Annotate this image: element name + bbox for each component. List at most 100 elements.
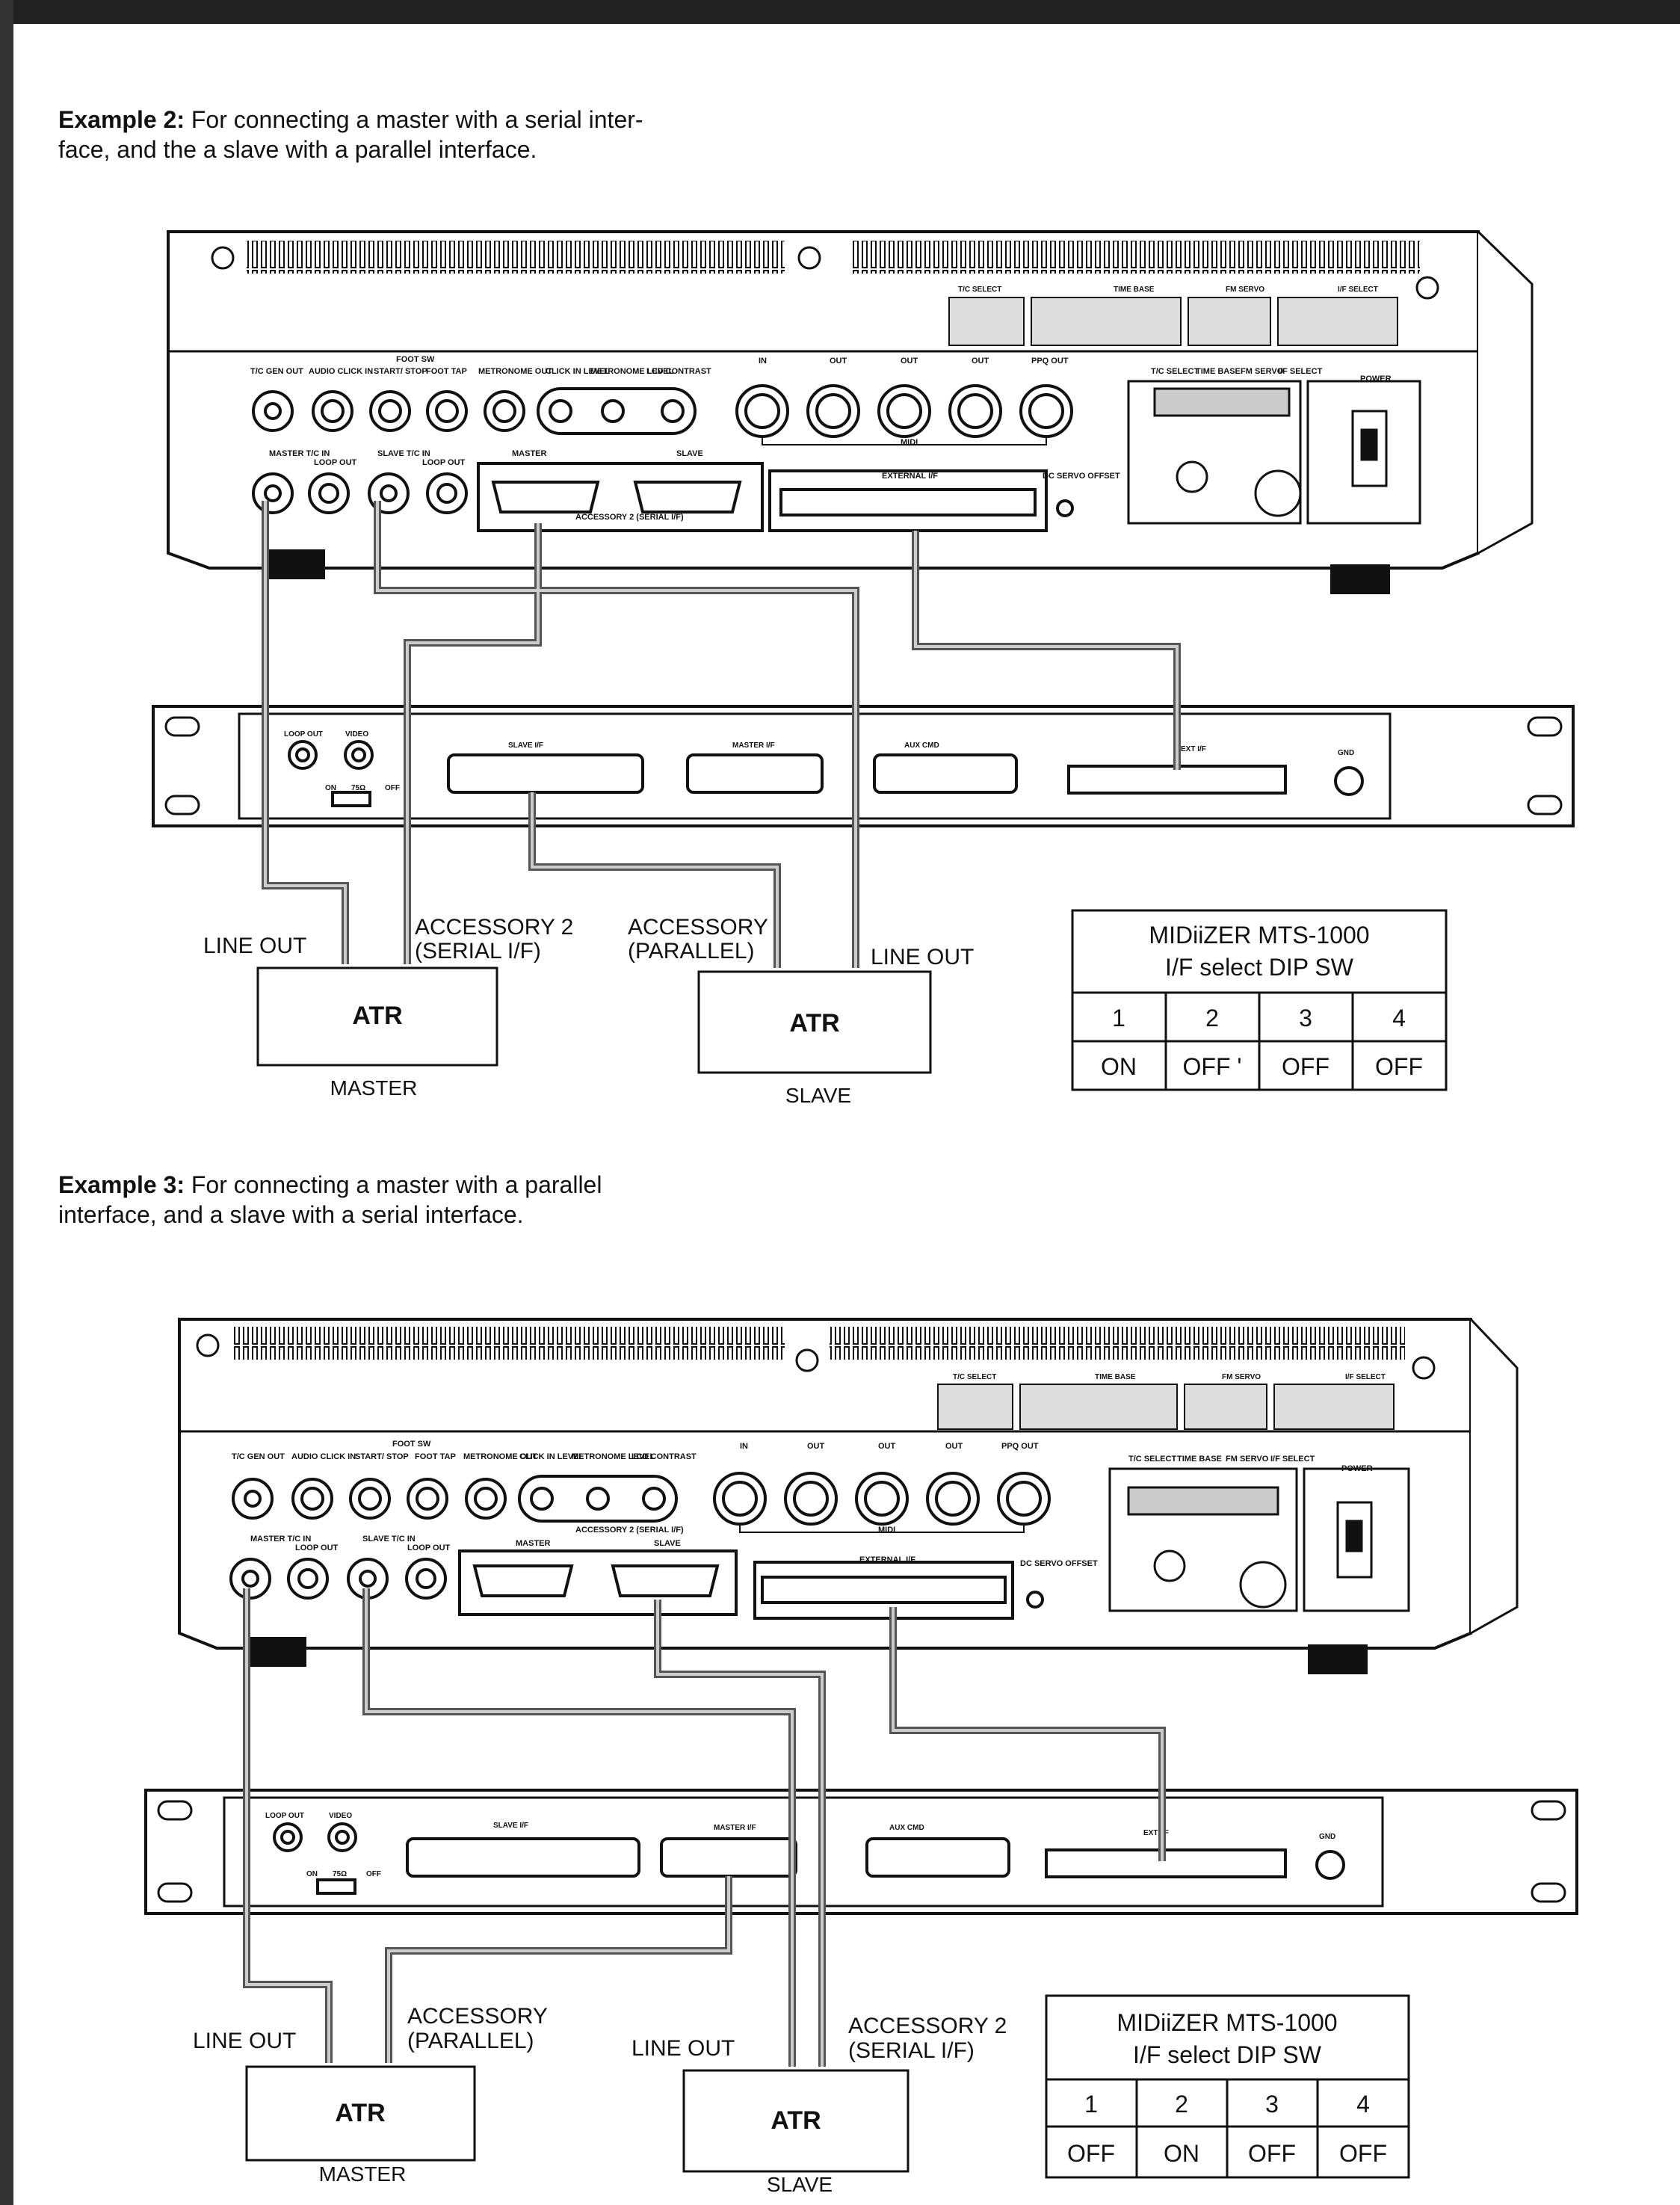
dip-header-2: 2 xyxy=(1205,1005,1219,1031)
control-panel xyxy=(1127,380,1421,525)
left-accessory-label-2: (PARALLEL) xyxy=(407,2029,534,2053)
tc-select-dip-label: T/C SELECT xyxy=(1128,1455,1176,1464)
loop-out-2-label: LOOP OUT xyxy=(407,1544,451,1552)
dip-switch-table: MIDiiZER MTS-1000 I/F select DIP SW 1 2 … xyxy=(1045,1994,1410,2179)
audio-click-in-label: AUDIO CLICK IN xyxy=(291,1452,356,1461)
fm-servo-heading: FM SERVO xyxy=(1226,286,1264,294)
ppq-out-label: PPQ OUT xyxy=(1001,1442,1039,1451)
interface-rack-unit: LOOP OUT VIDEO ON 75Ω OFF SLAVE I/F MAST… xyxy=(152,705,1575,827)
left-accessory-label-1: ACCESSORY xyxy=(407,2004,548,2029)
dip-value-4: OFF xyxy=(1375,1053,1423,1080)
loop-out-label: LOOP OUT xyxy=(295,1544,339,1552)
dip-header-3: 3 xyxy=(1265,2091,1279,2118)
atr-master-box: ATR MASTER xyxy=(245,2065,476,2186)
right-line-out-label: LINE OUT xyxy=(871,945,974,969)
slave-caption: SLAVE xyxy=(767,2173,833,2196)
foot-sw-label: FOOT SW xyxy=(396,355,435,364)
tc-select-dip-label: T/C SELECT xyxy=(1151,367,1199,376)
loop-out-label: LOOP OUT xyxy=(284,730,323,738)
metronome-out-label: METRONOME OUT xyxy=(478,367,552,376)
atr-master-box: ATR MASTER xyxy=(256,966,498,1100)
click-in-level-label: CLICK IN LEVEL xyxy=(546,367,610,376)
midi-out-3-label: OUT xyxy=(972,357,989,366)
left-accessory-label-2: (SERIAL I/F) xyxy=(415,939,541,963)
master-tc-in-label: MASTER T/C IN xyxy=(269,449,330,458)
fm-servo-heading: FM SERVO xyxy=(1222,1373,1261,1381)
if-select-dip-label: I/F SELECT xyxy=(1270,1455,1315,1464)
slave-caption: SLAVE xyxy=(785,1084,851,1107)
example-3-label: Example 3: xyxy=(58,1171,185,1198)
control-panel xyxy=(1108,1467,1410,1612)
metronome-level-label: METRONOME LEVEL xyxy=(590,367,674,376)
example-3-line2: interface, and a slave with a serial int… xyxy=(58,1201,524,1228)
atr-master-label: ATR xyxy=(335,2099,385,2127)
loop-out-label: LOOP OUT xyxy=(265,1812,304,1820)
accessory-2-label: ACCESSORY 2 (SERIAL I/F) xyxy=(575,1526,684,1535)
dip-header-4: 4 xyxy=(1356,2091,1370,2118)
tc-select-heading: T/C SELECT xyxy=(958,286,1001,294)
ppq-out-label: PPQ OUT xyxy=(1031,357,1069,366)
dip-value-3: OFF xyxy=(1248,2140,1296,2167)
time-base-dip-label: TIME BASE xyxy=(1177,1455,1222,1464)
interface-labels: LOOP OUT VIDEO ON 75Ω OFF SLAVE I/F MAST… xyxy=(265,1812,1335,1878)
slave-if-label: SLAVE I/F xyxy=(508,741,543,750)
setting-tables: T/C SELECT TIME BASE FM SERVO I/F SELECT xyxy=(948,286,1398,346)
dip-table-title-1: MIDiiZER MTS-1000 xyxy=(1149,922,1369,949)
left-line-out-label: LINE OUT xyxy=(193,2029,296,2053)
acc-master-label: MASTER xyxy=(512,449,547,458)
loop-out-label: LOOP OUT xyxy=(314,458,357,467)
example-2-caption: Example 2: For connecting a master with … xyxy=(58,105,806,164)
screw-icon xyxy=(797,246,821,270)
atr-slave-label: ATR xyxy=(789,1009,839,1037)
fm-servo-dip-label: FM SERVO xyxy=(1226,1455,1269,1464)
dip-value-2: OFF ' xyxy=(1183,1053,1242,1080)
foot-tap-label: FOOT TAP xyxy=(415,1452,456,1461)
acc-slave-label: SLAVE xyxy=(654,1539,681,1548)
accessory-2-label: ACCESSORY 2 (SERIAL I/F) xyxy=(575,513,684,522)
left-scan-edge xyxy=(0,0,13,2205)
left-line-out-label: LINE OUT xyxy=(203,934,306,958)
start-stop-label: START/ STOP xyxy=(374,367,427,376)
master-if-label: MASTER I/F xyxy=(732,741,775,750)
synchronizer-unit: T/C SELECT TIME BASE FM SERVO I/F SELECT… xyxy=(178,1318,1519,1674)
off-label: OFF xyxy=(366,1870,381,1878)
dip-header-4: 4 xyxy=(1392,1005,1406,1031)
screw-icon xyxy=(196,1333,220,1357)
midi-out-1-label: OUT xyxy=(807,1442,825,1451)
foot-sw-label: FOOT SW xyxy=(392,1440,431,1449)
screw-icon xyxy=(1415,276,1439,300)
synchronizer-unit: T/C SELECT TIME BASE FM SERVO I/F SELECT… xyxy=(167,230,1534,594)
lcd-contrast-label: LCD CONTRAST xyxy=(631,1452,697,1461)
jacks-row-1 xyxy=(232,1475,678,1523)
master-if-label: MASTER I/F xyxy=(714,1824,756,1832)
dip-switch-table: MIDiiZER MTS-1000 I/F select DIP SW 1 2 … xyxy=(1071,909,1448,1091)
dip-value-3: OFF xyxy=(1282,1053,1330,1080)
right-accessory-label-1: ACCESSORY xyxy=(628,915,768,940)
dip-value-2: ON xyxy=(1164,2140,1199,2167)
master-caption: MASTER xyxy=(319,2162,407,2186)
if-select-heading: I/F SELECT xyxy=(1338,286,1378,294)
screw-icon xyxy=(795,1348,819,1372)
ext-if-label: EXT I/F xyxy=(1181,745,1206,753)
off-label: OFF xyxy=(385,784,400,792)
atr-slave-box: ATR SLAVE xyxy=(682,2069,910,2196)
right-line-out-label: LINE OUT xyxy=(631,2036,735,2061)
right-accessory-label-1: ACCESSORY 2 xyxy=(848,2014,1007,2038)
right-accessory-label-2: (SERIAL I/F) xyxy=(848,2038,975,2063)
gnd-label: GND xyxy=(1319,1833,1335,1841)
aux-cmd-label: AUX CMD xyxy=(889,1824,924,1832)
tc-gen-out-label: T/C GEN OUT xyxy=(232,1452,285,1461)
midi-out-3-label: OUT xyxy=(945,1442,963,1451)
ohm-label: 75Ω xyxy=(351,784,365,792)
atr-slave-box: ATR SLAVE xyxy=(697,970,932,1107)
interface-rack-unit: LOOP OUT VIDEO ON 75Ω OFF SLAVE I/F MAST… xyxy=(144,1789,1578,1915)
dip-table-title-2: I/F select DIP SW xyxy=(1133,2041,1322,2068)
external-if-label: EXTERNAL I/F xyxy=(882,472,938,481)
dc-servo-offset-label: DC SERVO OFFSET xyxy=(1043,472,1120,481)
on-label: ON xyxy=(325,784,336,792)
cable-highlights xyxy=(264,501,1179,968)
ext-if-label: EXT I/F xyxy=(1143,1829,1169,1837)
example-3-caption: Example 3: For connecting a master with … xyxy=(58,1170,806,1230)
left-accessory-label-1: ACCESSORY 2 xyxy=(415,915,573,940)
